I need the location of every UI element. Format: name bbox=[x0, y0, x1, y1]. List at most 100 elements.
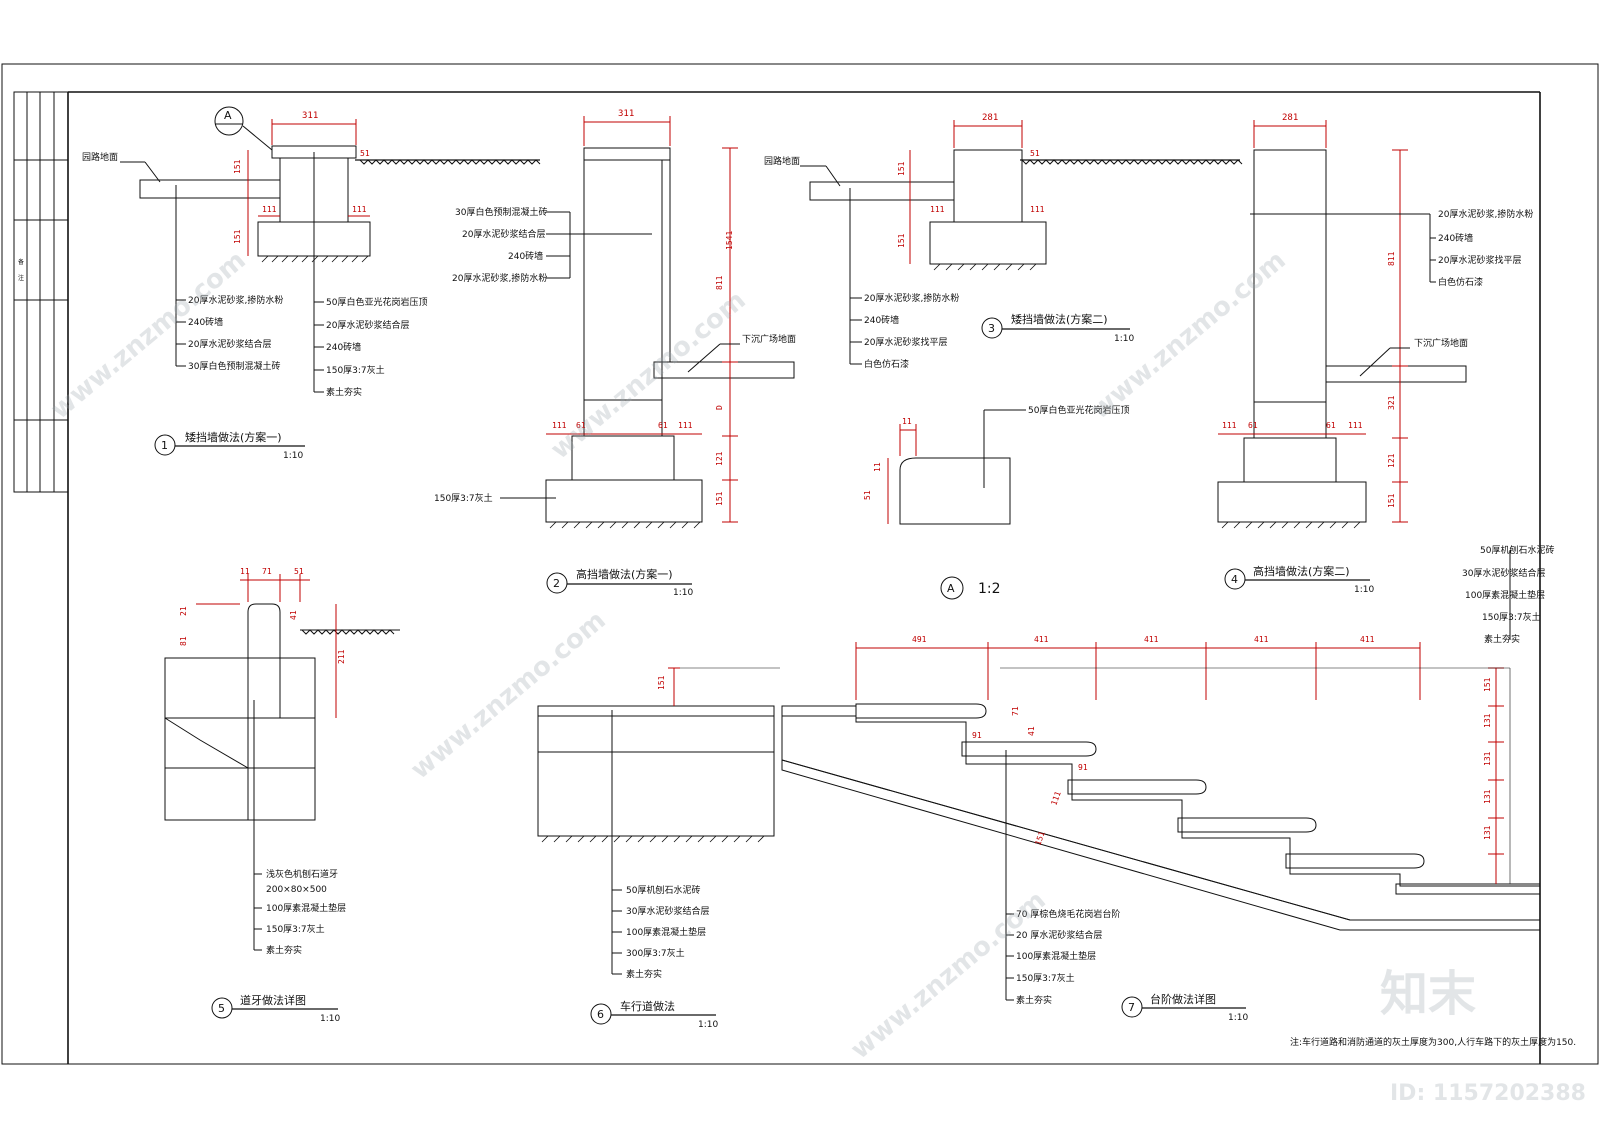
d2-label-2: 20厚水泥砂浆结合层 bbox=[462, 228, 545, 240]
d7-right-dim-4: 131 bbox=[1483, 789, 1492, 804]
d4-plaza-label: 下沉广场地面 bbox=[1414, 337, 1468, 349]
d4-label-1: 20厚水泥砂浆,掺防水粉 bbox=[1438, 208, 1533, 220]
d1-dim-d: 111 bbox=[352, 205, 367, 214]
da-tag: A bbox=[947, 582, 955, 595]
d2-title: 高挡墙做法(方案一) bbox=[576, 567, 673, 581]
detail-5-curb: 11 71 51 21 41 81 211 浅灰色机刨石道牙 200×80×50… bbox=[164, 567, 400, 1024]
d4-foot-dim-1: 111 bbox=[1222, 421, 1237, 430]
d1-right-label-1: 50厚白色亚光花岗岩压顶 bbox=[326, 296, 427, 308]
d6-dim: 151 bbox=[657, 675, 666, 690]
d3-dim-c: 151 bbox=[897, 161, 906, 176]
d2-number: 2 bbox=[553, 577, 560, 590]
d7-top-label-5: 素土夯实 bbox=[1484, 633, 1520, 645]
step-tread-3 bbox=[1067, 779, 1207, 795]
detail-1-low-wall-option-1: A 311 51 151 151 111 111 园路地面 bbox=[82, 106, 541, 461]
d7-top-dim-3: 411 bbox=[1144, 635, 1159, 644]
d5-label-3: 100厚素混凝土垫层 bbox=[266, 902, 346, 914]
d3-title: 矮挡墙做法(方案二) bbox=[1011, 312, 1108, 326]
d7-top-label-4: 150厚3:7灰土 bbox=[1482, 611, 1541, 623]
d4-base bbox=[1217, 481, 1367, 523]
d7-top-label-2: 30厚水泥砂浆结合层 bbox=[1462, 567, 1545, 579]
d7-bottom-label-1: 70 厚棕色烧毛花岗岩台阶 bbox=[1016, 908, 1120, 920]
d3-footing bbox=[929, 221, 1047, 265]
d1-dim-a: 151 bbox=[233, 159, 242, 174]
d3-dim-b: 51 bbox=[1030, 149, 1040, 158]
d7-inner-dim-3: 41 bbox=[1027, 726, 1036, 736]
d7-right-dim-2: 131 bbox=[1483, 713, 1492, 728]
d6-label-1: 50厚机刨石水泥砖 bbox=[626, 884, 700, 896]
d7-inner-dim-1: 71 bbox=[1011, 706, 1020, 716]
callout-a-bubble bbox=[214, 106, 244, 136]
d2-base-label: 150厚3:7灰土 bbox=[434, 492, 493, 504]
d2-scale: 1:10 bbox=[673, 588, 693, 598]
watermark: www.znzmo.com www.znzmo.com www.znzmo.co… bbox=[45, 245, 1586, 1106]
d7-title: 台阶做法详图 bbox=[1150, 992, 1216, 1006]
d5-label-4: 150厚3:7灰土 bbox=[266, 923, 325, 935]
d4-title: 高挡墙做法(方案二) bbox=[1253, 564, 1350, 578]
paving-slab bbox=[139, 179, 281, 199]
d6-number-bubble bbox=[590, 1003, 612, 1025]
d4-label-4: 白色仿石漆 bbox=[1438, 276, 1483, 288]
d1-right-label-3: 240砖墙 bbox=[326, 341, 361, 353]
d2-foot-dim-3: 61 bbox=[658, 421, 668, 430]
curb-stone bbox=[247, 603, 281, 719]
title-block-sidebar: 备 注 bbox=[13, 91, 69, 493]
d3-dim-top: 281 bbox=[982, 113, 998, 123]
d7-top-label-3: 100厚素混凝土垫层 bbox=[1465, 589, 1545, 601]
d5-dim-5: 41 bbox=[289, 610, 298, 620]
d2-number-bubble bbox=[546, 572, 568, 594]
d7-inner-dim-5: 111 bbox=[1049, 790, 1062, 807]
d1-dim-top: 311 bbox=[302, 111, 318, 121]
d1-scale: 1:10 bbox=[283, 451, 303, 461]
d5-dim-6: 81 bbox=[179, 636, 188, 646]
d6-title: 车行道做法 bbox=[620, 999, 675, 1013]
watermark-site-2: www.znzmo.com bbox=[545, 285, 751, 465]
d2-label-4: 20厚水泥砂浆,掺防水粉 bbox=[452, 272, 547, 284]
detail-7-steps: 491 411 411 411 411 151 131 131 131 131 … bbox=[781, 544, 1554, 1023]
d4-foot-dim-2: 61 bbox=[1248, 421, 1258, 430]
d4-number-bubble bbox=[1224, 568, 1246, 590]
d4-label-3: 20厚水泥砂浆找平层 bbox=[1438, 254, 1521, 266]
detail-2-high-wall-option-1: 311 811 1541 D 121 151 111 61 61 111 30厚… bbox=[434, 109, 796, 598]
d7-right-dim-5: 131 bbox=[1483, 825, 1492, 840]
da-dim-2: 11 bbox=[873, 462, 882, 472]
d1-left-label-4: 30厚白色预制混凝土砖 bbox=[188, 360, 280, 372]
d2-foot-dim-4: 111 bbox=[678, 421, 693, 430]
d4-top-dim: 281 bbox=[1282, 113, 1298, 123]
d6-label-3: 100厚素混凝土垫层 bbox=[626, 926, 706, 938]
d2-foot-dim-1: 111 bbox=[552, 421, 567, 430]
sidebar-text-1: 备 bbox=[18, 258, 24, 266]
d4-side-dim-4: 151 bbox=[1387, 493, 1396, 508]
da-dim-3: 51 bbox=[863, 490, 872, 500]
coping-section bbox=[899, 457, 1011, 525]
d6-label-5: 素土夯实 bbox=[626, 968, 662, 980]
d1-label-ground: 园路地面 bbox=[82, 151, 118, 163]
d5-dim-4: 21 bbox=[179, 606, 188, 616]
d7-number-bubble bbox=[1121, 996, 1143, 1018]
d5-dim-2: 71 bbox=[262, 567, 272, 576]
step-tread-5 bbox=[1285, 853, 1425, 869]
d1-left-label-3: 20厚水泥砂浆结合层 bbox=[188, 338, 271, 350]
d2-side-dim-3: D bbox=[715, 405, 724, 410]
step-tread-1 bbox=[855, 703, 987, 719]
d2-side-dim-4: 121 bbox=[715, 451, 724, 466]
step-tread-2 bbox=[961, 741, 1097, 757]
d1-left-label-1: 20厚水泥砂浆,掺防水粉 bbox=[188, 294, 283, 306]
d3-number-bubble bbox=[981, 317, 1003, 339]
d5-label-1: 浅灰色机刨石道牙 bbox=[266, 868, 338, 880]
d5-dim-7: 211 bbox=[337, 649, 346, 664]
da-scale: 1:2 bbox=[978, 581, 1001, 597]
d1-dim-coping: 51 bbox=[360, 149, 370, 158]
d2-top-dim: 311 bbox=[618, 109, 634, 119]
step-tread-4 bbox=[1177, 817, 1317, 833]
d3-dim-f: 151 bbox=[897, 233, 906, 248]
d3-dim-d: 111 bbox=[930, 205, 945, 214]
d7-bottom-label-5: 素土夯实 bbox=[1016, 994, 1052, 1006]
d5-label-5: 素土夯实 bbox=[266, 944, 302, 956]
d1-dim-c: 111 bbox=[262, 205, 277, 214]
d7-inner-dim-6: 151 bbox=[1033, 830, 1046, 847]
callout-a-label: A bbox=[224, 109, 232, 122]
general-note: 注:车行道路和消防通道的灰土厚度为300,人行车路下的灰土厚度为150. bbox=[1290, 1036, 1576, 1048]
d7-top-label-1: 50厚机刨石水泥砖 bbox=[1480, 544, 1554, 556]
